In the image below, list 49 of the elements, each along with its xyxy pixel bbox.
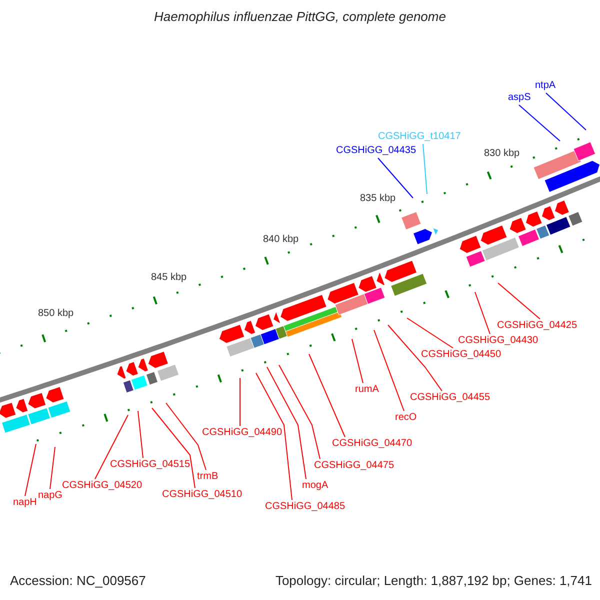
gene-label: CGSHiGG_04515 bbox=[110, 459, 190, 471]
leader-line bbox=[518, 104, 560, 142]
leader-line bbox=[498, 282, 540, 320]
leader-line bbox=[374, 330, 404, 412]
gene-label: CGSHiGG_t10417 bbox=[378, 131, 461, 143]
gene-label: aspS bbox=[508, 92, 531, 104]
leader-line bbox=[94, 414, 128, 480]
gene-label: CGSHiGG_04430 bbox=[458, 335, 538, 347]
gene-label: CGSHiGG_04455 bbox=[410, 392, 490, 404]
leader-line bbox=[256, 372, 292, 500]
gene-label: CGSHiGG_04510 bbox=[162, 489, 242, 501]
gene-label: trmB bbox=[197, 471, 218, 483]
genome-info-text: Topology: circular; Length: 1,887,192 bp; Genes: 1,741 bbox=[275, 573, 592, 589]
leader-line bbox=[406, 318, 454, 348]
position-label: 845 kbp bbox=[151, 272, 187, 284]
gene-label: CGSHiGG_04435 bbox=[336, 145, 416, 157]
gene-label: CGSHiGG_04475 bbox=[314, 460, 394, 472]
gene-label: CGSHiGG_04425 bbox=[497, 320, 578, 332]
gene-label: CGSHiGG_04450 bbox=[421, 349, 502, 361]
leader-line bbox=[278, 364, 320, 460]
gene-label: CGSHiGG_04520 bbox=[62, 480, 142, 492]
position-label: 830 kbp bbox=[484, 148, 520, 160]
position-label: 850 kbp bbox=[38, 308, 74, 320]
leader-line bbox=[474, 292, 490, 334]
gene-label: recO bbox=[395, 412, 417, 424]
gene-label: CGSHiGG_04470 bbox=[332, 438, 412, 450]
leader-line bbox=[24, 444, 36, 496]
leader-line bbox=[152, 408, 196, 488]
gene-label: CGSHiGG_04490 bbox=[202, 427, 282, 439]
leader-line bbox=[422, 144, 428, 194]
gene-label: napH bbox=[13, 497, 37, 509]
gene-label: CGSHiGG_04485 bbox=[265, 501, 346, 513]
leader-line bbox=[388, 324, 442, 392]
position-label: 840 kbp bbox=[263, 234, 299, 246]
leader-line bbox=[308, 354, 346, 438]
diagram-title: Haemophilus influenzae PittGG, complete genome bbox=[154, 9, 446, 25]
leader-line bbox=[352, 338, 364, 384]
position-label: 835 kbp bbox=[360, 193, 396, 205]
gene-label: mogA bbox=[302, 480, 328, 492]
leader-line bbox=[138, 410, 144, 458]
leader-line bbox=[378, 158, 414, 198]
leader-line bbox=[50, 446, 56, 490]
leader-line bbox=[546, 92, 586, 130]
accession-text: Accession: NC_009567 bbox=[10, 573, 146, 589]
gene-label: napG bbox=[38, 490, 62, 502]
leader-line bbox=[266, 366, 306, 480]
gene-label: rumA bbox=[355, 384, 379, 396]
leader-line bbox=[166, 402, 206, 470]
gene-label: ntpA bbox=[535, 80, 556, 92]
